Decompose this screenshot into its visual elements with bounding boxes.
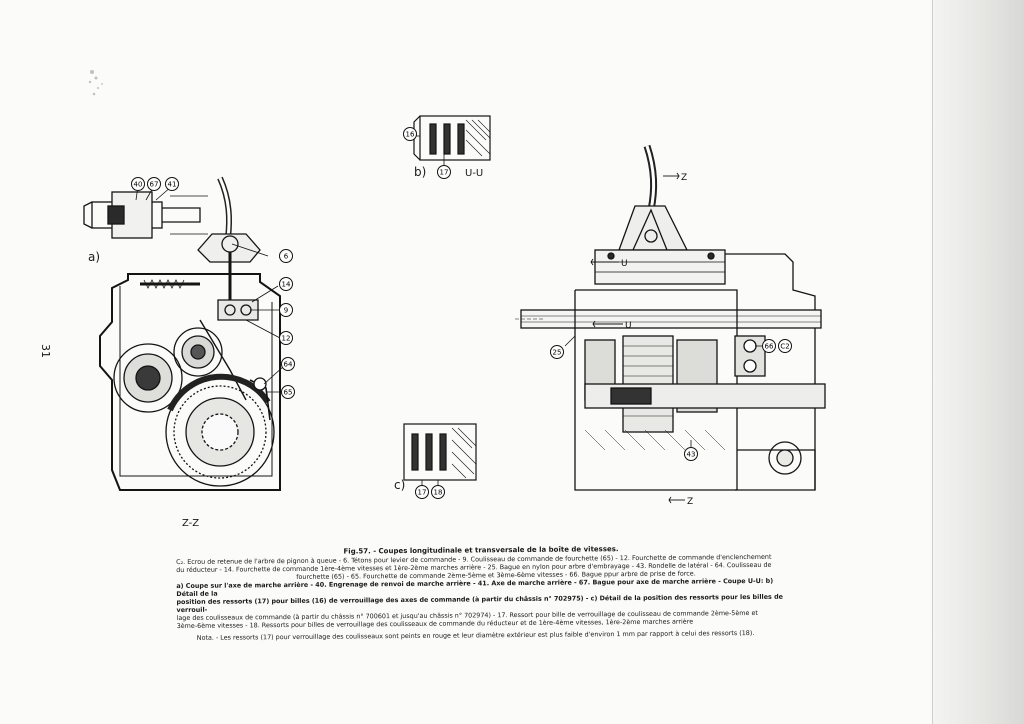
page-number: 31 [39,344,52,358]
section-mark-u-mid: U [625,321,632,331]
svg-text:18: 18 [434,489,443,497]
callout-41: 41 [165,177,179,191]
callout-12: 12 [279,331,293,345]
section-mark-u-top: U [621,259,628,269]
svg-text:66: 66 [765,343,774,351]
svg-text:65: 65 [284,389,293,397]
svg-text:40: 40 [134,181,143,189]
svg-text:16: 16 [406,131,415,139]
callout-14: 14 [279,277,293,291]
svg-text:C2: C2 [780,343,789,351]
callout-c2: C2 [778,339,792,353]
longitudinal-section-drawing: U U Z Z 25 66 C2 43 [515,144,826,507]
page-edge-shadow [932,0,1024,724]
svg-text:12: 12 [282,335,291,343]
callout-65: 65 [281,385,295,399]
callout-66: 66 [762,339,776,353]
callout-40: 40 [131,177,145,191]
svg-text:6: 6 [284,253,289,261]
section-mark-z-bottom: Z [687,497,693,507]
svg-text:25: 25 [553,349,562,357]
callout-6: 6 [279,249,293,263]
callout-9: 9 [279,303,293,317]
plate-label-c: c) [394,478,406,492]
svg-text:43: 43 [687,451,696,459]
svg-text:17: 17 [440,169,449,177]
detail-b-drawing: 16 17 [403,115,491,179]
caption-nota: Nota. - Les ressorts (17) pour verrouill… [196,628,755,642]
callout-17-c: 17 [415,485,429,499]
plate-label-zz: Z-Z [182,518,200,529]
svg-text:17: 17 [418,489,427,497]
callout-16: 16 [403,127,417,141]
svg-text:41: 41 [168,181,177,189]
transverse-section-zz-drawing: 40 67 41 6 14 9 12 64 65 [83,176,295,491]
plate-label-a: a) [88,250,101,264]
callout-25: 25 [550,345,564,359]
detail-c-drawing: 17 18 [403,423,477,499]
svg-text:67: 67 [150,181,159,189]
page-smudge [88,70,103,96]
svg-text:14: 14 [282,281,291,289]
callout-67: 67 [147,177,161,191]
callout-17-b: 17 [437,165,451,179]
plate-label-b: b) [414,165,427,179]
figure-caption: Fig.57. - Coupes longitudinale et transv… [176,544,787,642]
callout-18: 18 [431,485,445,499]
plate-label-uu: U-U [465,168,484,179]
svg-text:9: 9 [284,307,288,315]
section-mark-z-top: Z [681,173,687,183]
callout-64: 64 [281,357,295,371]
svg-text:64: 64 [284,361,293,369]
callout-43: 43 [684,447,698,461]
